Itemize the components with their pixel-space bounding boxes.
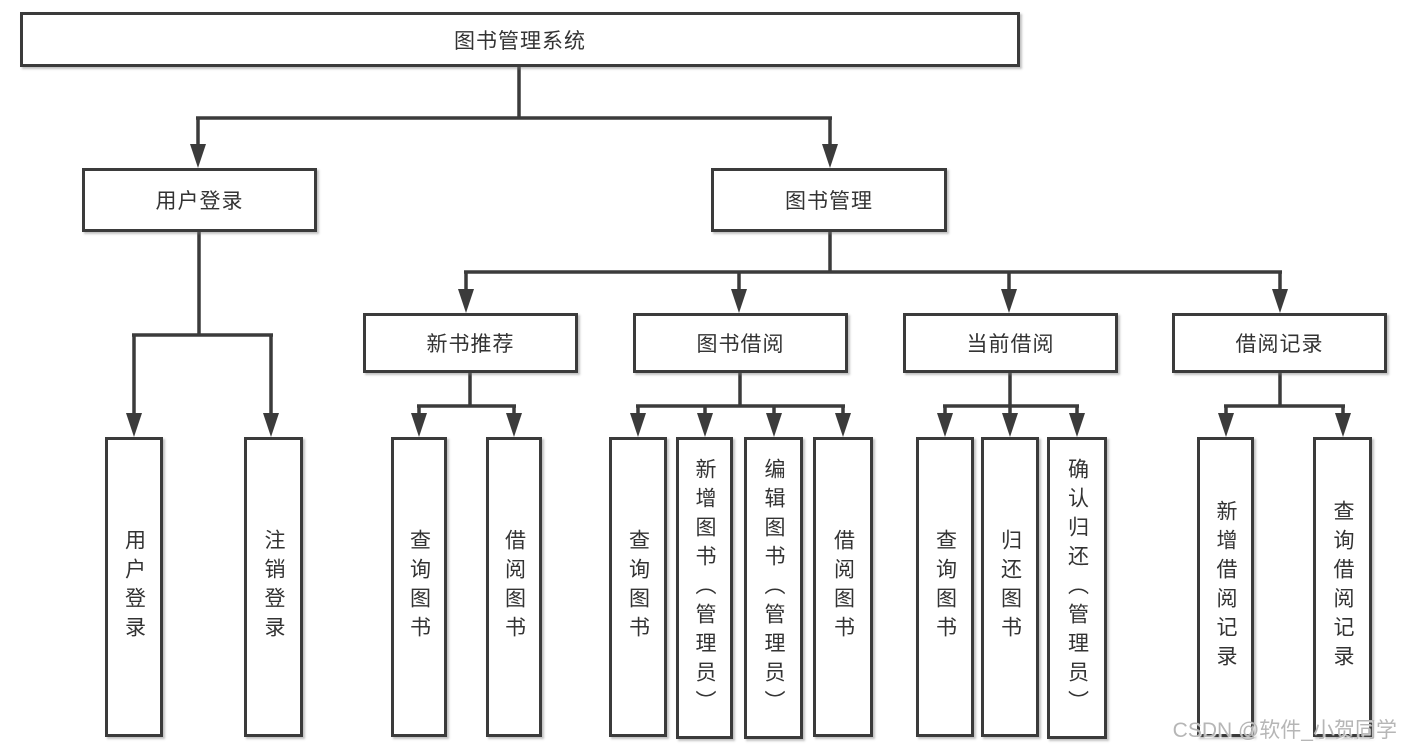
node-book-management: 图书管理 — [711, 168, 947, 232]
node-root: 图书管理系统 — [20, 12, 1020, 67]
leaf-label: 注销登录 — [262, 529, 285, 645]
leaf-label: 归还图书 — [998, 529, 1022, 645]
leaf-borrow-books-borrow: 借阅图书 — [813, 437, 873, 737]
node-label: 图书管理系统 — [454, 29, 586, 53]
connector-root-to-level2 — [196, 65, 832, 150]
leaf-logout: 注销登录 — [244, 437, 303, 737]
connector-recommend-to-leaves — [417, 371, 516, 419]
leaf-add-books-admin: 新增图书（管理员） — [676, 437, 733, 739]
connector-userlogin-to-leaves — [132, 230, 273, 419]
node-label: 图书管理 — [785, 190, 873, 213]
leaf-label: 编辑图书（管理员） — [762, 457, 785, 719]
connector-bookborrow-to-leaves — [636, 371, 845, 419]
leaf-query-books-borrow: 查询图书 — [609, 437, 667, 737]
leaf-label: 查询借阅记录 — [1331, 500, 1354, 674]
leaf-query-borrow-record: 查询借阅记录 — [1313, 437, 1372, 737]
leaf-confirm-return-admin: 确认归还（管理员） — [1047, 437, 1107, 739]
leaf-edit-books-admin: 编辑图书（管理员） — [744, 437, 803, 739]
node-label: 新书推荐 — [426, 333, 515, 356]
connector-currentborrow-to-leaves — [943, 371, 1079, 419]
leaf-label: 借阅图书 — [831, 529, 855, 645]
node-user-login: 用户登录 — [82, 168, 317, 232]
leaf-label: 新增图书（管理员） — [693, 457, 716, 719]
leaf-query-books-current: 查询图书 — [916, 437, 974, 737]
node-label: 图书借阅 — [696, 333, 785, 356]
leaf-label: 用户登录 — [122, 529, 146, 645]
leaf-borrow-books-recommend: 借阅图书 — [486, 437, 542, 737]
leaf-label: 查询图书 — [626, 529, 650, 645]
leaf-query-books-recommend: 查询图书 — [391, 437, 447, 737]
arrowheads — [126, 144, 1351, 437]
node-label: 借阅记录 — [1235, 333, 1324, 356]
connector-records-to-leaves — [1224, 371, 1345, 419]
node-label: 当前借阅 — [966, 333, 1055, 356]
node-borrow-records: 借阅记录 — [1172, 313, 1387, 373]
leaf-add-borrow-record: 新增借阅记录 — [1197, 437, 1254, 737]
leaf-label: 新增借阅记录 — [1214, 500, 1237, 674]
leaf-label: 确认归还（管理员） — [1065, 457, 1089, 719]
leaf-user-login: 用户登录 — [105, 437, 163, 737]
leaf-label: 查询图书 — [407, 529, 431, 645]
connector-bookmgmt-to-level3 — [464, 230, 1282, 295]
node-label: 用户登录 — [155, 190, 244, 213]
node-current-borrow: 当前借阅 — [903, 313, 1118, 373]
node-book-borrow: 图书借阅 — [633, 313, 848, 373]
leaf-label: 借阅图书 — [502, 529, 526, 645]
leaf-label: 查询图书 — [933, 529, 957, 645]
node-new-book-recommend: 新书推荐 — [363, 313, 578, 373]
csdn-watermark: CSDN @软件_小贺同学 — [1172, 719, 1397, 742]
leaf-return-books: 归还图书 — [981, 437, 1039, 737]
